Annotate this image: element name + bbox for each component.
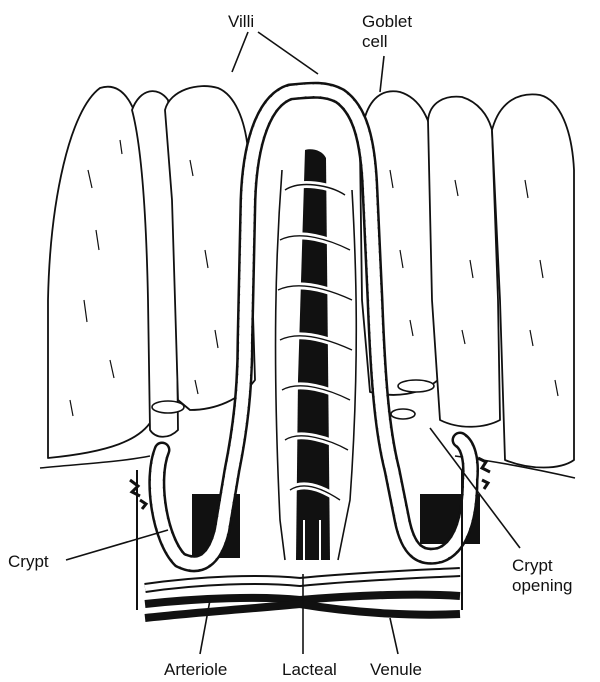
label-venule: Venule <box>370 660 422 680</box>
crypt-opening-oval-left <box>152 401 184 413</box>
background-villus-right-2 <box>428 97 500 427</box>
label-arteriole: Arteriole <box>164 660 227 680</box>
capillary-wall-left <box>276 170 285 560</box>
arteriole-leader <box>200 600 210 654</box>
label-villi: Villi <box>228 12 254 32</box>
label-lacteal: Lacteal <box>282 660 337 680</box>
background-villus-right-3 <box>492 94 574 467</box>
label-crypt-opening: Crypt opening <box>512 556 573 596</box>
goblet-leader <box>380 56 384 92</box>
label-goblet-cell: Goblet cell <box>362 12 412 52</box>
venule-leader <box>390 618 398 654</box>
right-crypt-marks <box>478 458 490 489</box>
crypt-opening-oval-right <box>391 409 415 419</box>
villi-leader-left <box>232 32 248 72</box>
crypt-leader <box>66 530 168 560</box>
label-crypt: Crypt <box>8 552 49 572</box>
villi-leader-right <box>258 32 318 74</box>
lacteal-vessel <box>296 149 330 560</box>
crypt-opening-oval-mid <box>398 380 434 392</box>
background-villus-left-1 <box>48 87 152 458</box>
